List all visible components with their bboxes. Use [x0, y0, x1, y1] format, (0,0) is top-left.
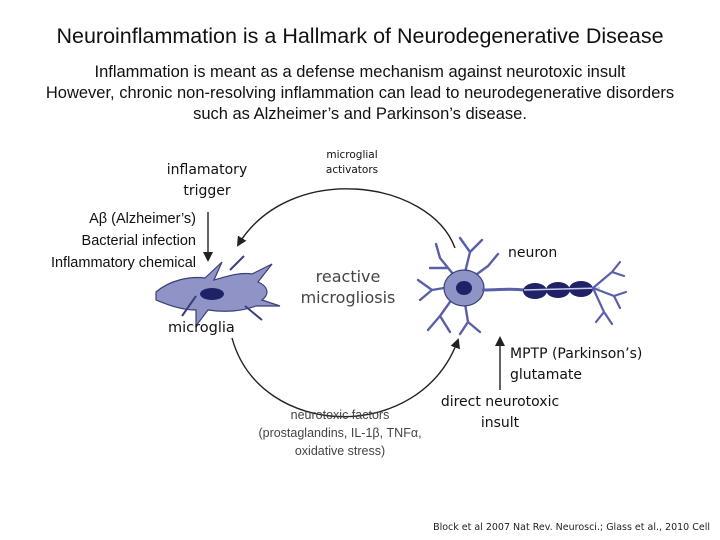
cycle-arrow-top [236, 188, 456, 249]
page-title: Neuroinflammation is a Hallmark of Neuro… [56, 24, 664, 48]
trigger-list: Aβ (Alzheimer’s) Bacterial infection Inf… [10, 208, 196, 274]
direct-insult-label: direct neurotoxic insult [440, 394, 560, 431]
citation: Block et al 2007 Nat Rev. Neurosci.; Gla… [433, 522, 710, 533]
reactive-microgliosis-label: reactive microgliosis [300, 267, 396, 307]
neuron-label: neuron [508, 245, 558, 261]
microglia-label: microglia [168, 320, 235, 336]
inflammatory-trigger-label: inflamatory trigger [166, 162, 248, 199]
trigger-abeta: Aβ (Alzheimer’s) [89, 211, 196, 227]
cycle-arrow-bottom [231, 337, 460, 418]
intro-line-2: However, chronic non-resolving inflammat… [45, 84, 675, 102]
trigger-chemical: Inflammatory chemical [50, 255, 196, 271]
toxin-mptp: MPTP (Parkinson’s) [510, 346, 643, 362]
toxin-list: MPTP (Parkinson’s) glutamate [510, 344, 642, 386]
microglia-cell-illustration [155, 255, 281, 328]
toxin-glutamate: glutamate [510, 367, 583, 383]
intro-line-1: Inflammation is meant as a defense mecha… [94, 63, 626, 81]
neurotoxic-factors-label: neurotoxic factors (prostaglandins, IL-1… [258, 408, 422, 458]
neuron-illustration [416, 236, 628, 336]
microglial-activators-label: microglial activators [325, 149, 379, 176]
intro-line-3: such as Alzheimer’s and Parkinson’s dise… [193, 105, 527, 123]
trigger-bacterial: Bacterial infection [81, 233, 196, 249]
intro-text: Inflammation is meant as a defense mecha… [0, 62, 720, 125]
